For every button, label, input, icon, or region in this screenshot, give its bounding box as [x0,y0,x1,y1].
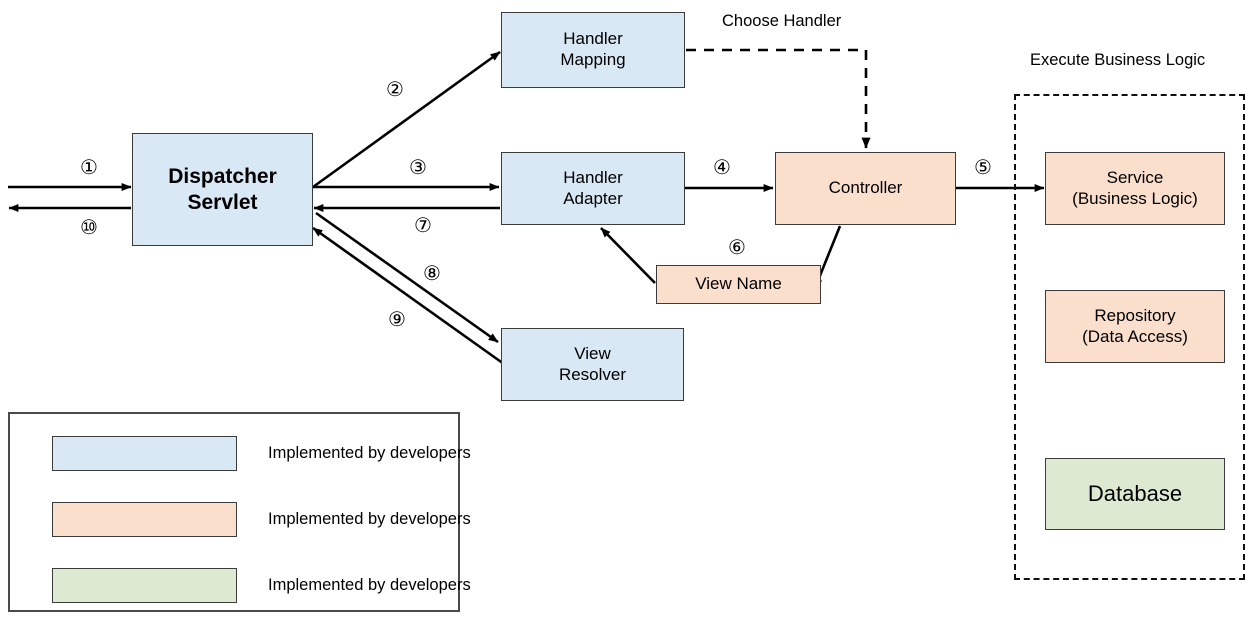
legend-swatch-green [52,568,237,603]
node-view-resolver[interactable]: View Resolver [501,328,684,401]
node-service[interactable]: Service (Business Logic) [1045,152,1225,225]
step-3: ③ [409,157,427,179]
step-4: ④ [713,157,731,179]
node-dispatcher-servlet[interactable]: Dispatcher Servlet [132,133,313,246]
step-2: ② [386,79,404,101]
legend-label-green: Implemented by developers [268,576,471,594]
legend-swatch-blue [52,436,237,471]
handler-mapping-line1: Handler [563,29,623,49]
arrow-choose-handler [686,48,871,149]
dispatcher-servlet-line2: Servlet [187,190,258,214]
step-7: ⑦ [414,215,432,237]
view-resolver-line2: Resolver [558,364,627,384]
node-database[interactable]: Database [1045,458,1225,530]
step-1: ① [80,157,98,179]
repository-line2: (Data Access) [1082,326,1188,346]
legend-label-peach: Implemented by developers [268,510,471,528]
node-view-name[interactable]: View Name [656,265,821,304]
service-line1: Service [1106,167,1164,187]
node-handler-mapping[interactable]: Handler Mapping [501,12,685,88]
arrow-view-name-to-adapter [600,227,656,284]
legend-row: Implemented by developers [52,436,471,471]
node-repository[interactable]: Repository (Data Access) [1045,290,1225,363]
arrow-to-handler-mapping [312,50,501,189]
legend-row: Implemented by developers [52,502,471,537]
step-10: ⑩ [80,217,98,239]
arrow-to-view-resolver [315,211,499,344]
execute-business-logic-group [1014,94,1245,580]
node-controller[interactable]: Controller [775,152,956,225]
step-8: ⑧ [423,263,441,285]
service-line2: (Business Logic) [1072,188,1198,208]
legend-swatch-peach [52,502,237,537]
step-6: ⑥ [728,237,746,259]
handler-adapter-line2: Adapter [563,188,623,208]
legend: Implemented by developers Implemented by… [8,412,471,612]
step-9: ⑨ [388,309,406,331]
dispatcher-servlet-line1: Dispatcher [168,164,277,188]
service-label: Service (Business Logic) [1072,168,1198,209]
handler-adapter-label: Handler Adapter [563,168,623,209]
handler-mapping-line2: Mapping [560,50,626,69]
handler-mapping-label: Handler Mapping [560,29,625,70]
repository-label: Repository (Data Access) [1082,306,1188,347]
handler-adapter-line1: Handler [563,167,623,187]
legend-row: Implemented by developers [52,568,471,603]
step-5: ⑤ [974,157,992,179]
label-choose-handler: Choose Handler [722,12,842,30]
label-execute-business-logic: Execute Business Logic [1030,51,1206,69]
view-resolver-line1: View [574,343,611,363]
legend-label-blue: Implemented by developers [268,444,471,462]
dispatcher-servlet-label: Dispatcher Servlet [168,164,277,215]
view-resolver-label: View Resolver [559,344,626,385]
repository-line1: Repository [1094,305,1176,325]
node-handler-adapter[interactable]: Handler Adapter [501,152,685,225]
arrow-view-resolver-back [312,226,505,366]
